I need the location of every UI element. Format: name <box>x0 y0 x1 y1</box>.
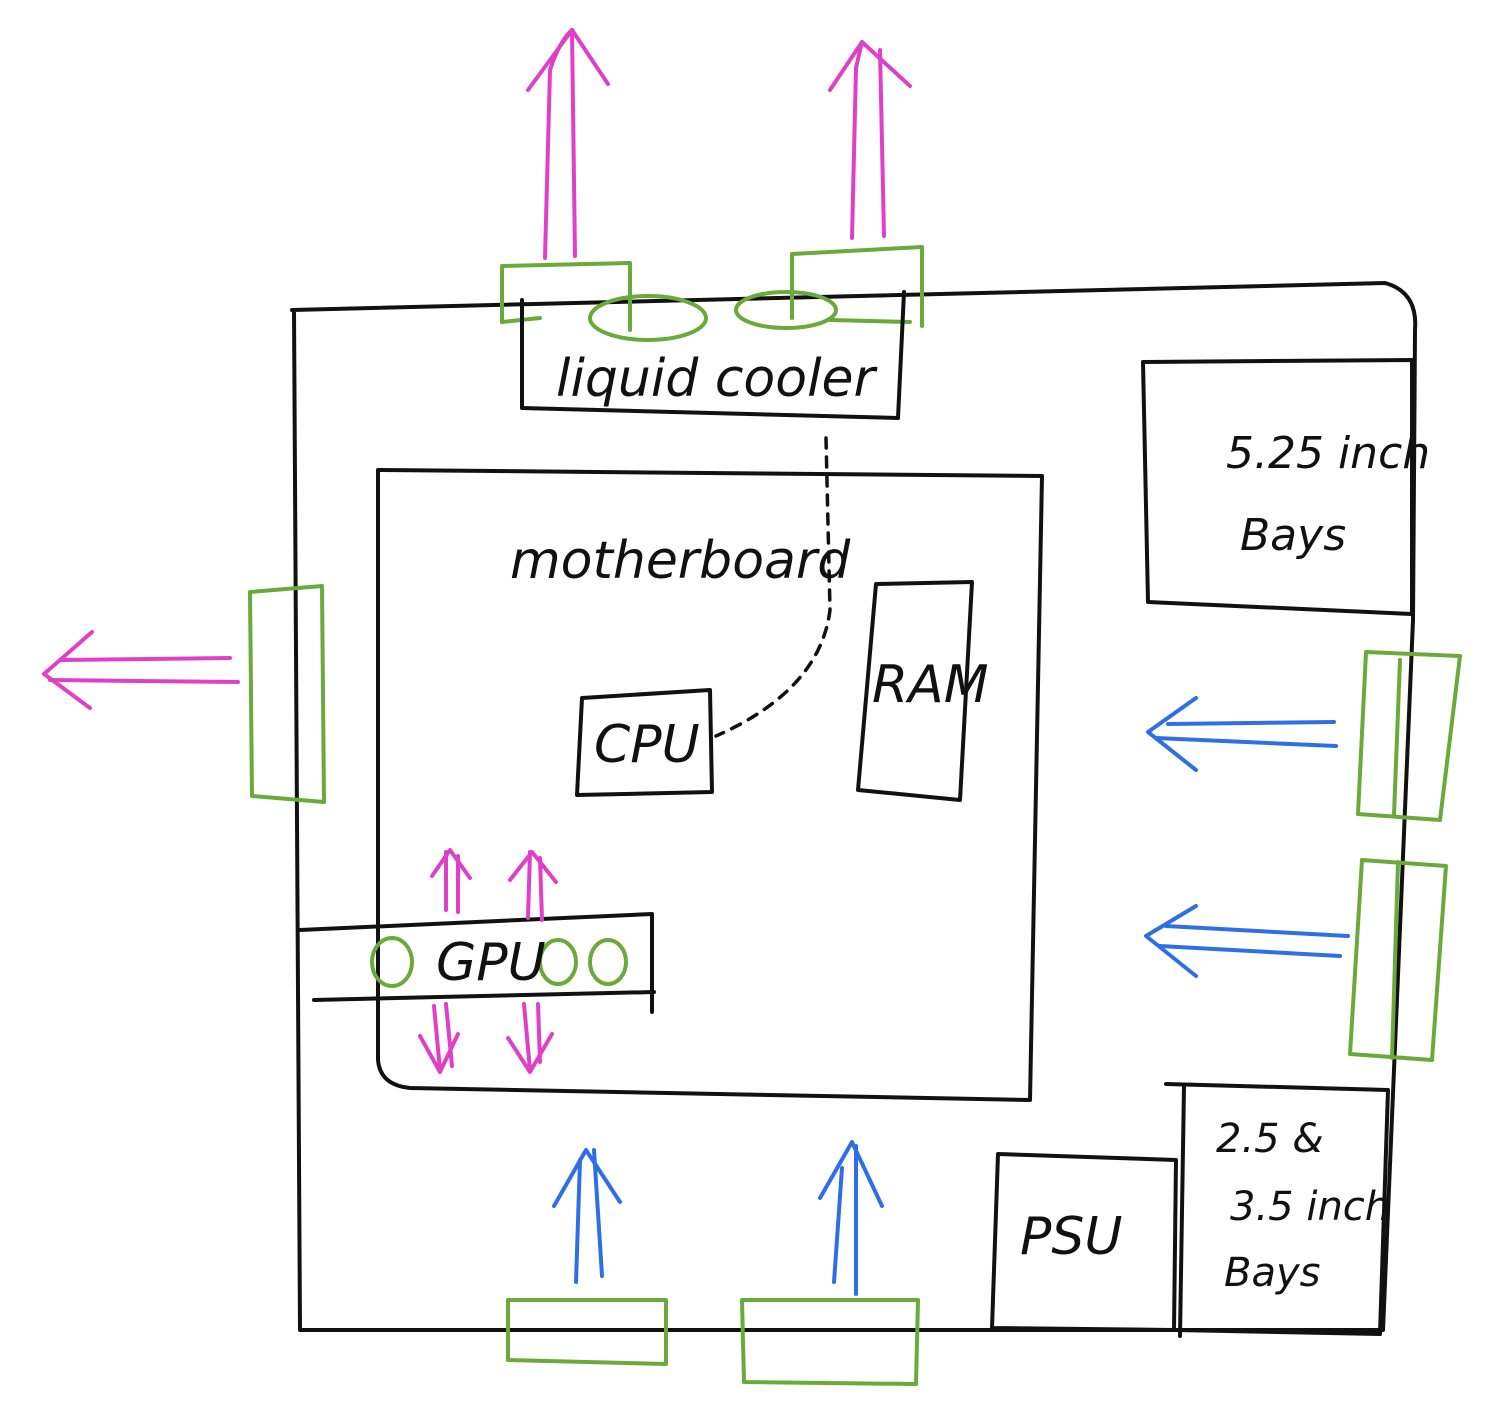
motherboard-box <box>376 468 1044 1102</box>
ram-box <box>856 580 974 802</box>
gpu-exhaust-up-arrows <box>430 848 558 922</box>
exhaust-arrow-top-left <box>526 28 610 260</box>
bays-small-label-line2: 3.5 inch <box>1230 1184 1390 1230</box>
case-outline <box>290 281 1418 1332</box>
exhaust-arrow-left <box>42 630 240 710</box>
gpu-box <box>298 912 656 1014</box>
intake-arrow-right-bottom <box>1144 904 1350 978</box>
bays-small-divider <box>1178 1084 1186 1338</box>
motherboard-label: motherboard <box>510 531 851 591</box>
bottom-fan-left <box>506 1298 668 1366</box>
bottom-fan-right <box>740 1298 920 1386</box>
bays-small-label-line1: 2.5 & <box>1216 1116 1324 1162</box>
intake-arrow-right-top <box>1146 696 1338 772</box>
intake-arrow-bottom-left <box>552 1148 622 1284</box>
bays-small-label-line3: Bays <box>1224 1250 1320 1296</box>
gpu-exhaust-down-arrows <box>418 1002 554 1074</box>
front-fan-bottom <box>1348 858 1448 1062</box>
top-fan-right <box>734 245 924 330</box>
rear-fan <box>248 584 326 804</box>
intake-arrow-bottom-right <box>818 1140 884 1296</box>
exhaust-arrow-top-right <box>828 40 912 240</box>
front-fan-top <box>1356 650 1462 822</box>
psu-label: PSU <box>1020 1207 1122 1267</box>
ram-label: RAM <box>872 655 989 715</box>
bays-525-label-line2: Bays <box>1240 510 1346 561</box>
liquid-cooler-box <box>520 290 906 420</box>
cooler-pipe <box>714 436 832 738</box>
bays-525-box <box>1141 358 1414 616</box>
gpu-fans <box>370 936 628 988</box>
cpu-label: CPU <box>594 715 700 775</box>
bays-small-box <box>1164 1082 1390 1336</box>
liquid-cooler-label: liquid cooler <box>556 349 879 409</box>
gpu-label: GPU <box>436 933 546 993</box>
cpu-box <box>575 688 714 797</box>
bays-525-label-line1: 5.25 inch <box>1226 428 1430 479</box>
